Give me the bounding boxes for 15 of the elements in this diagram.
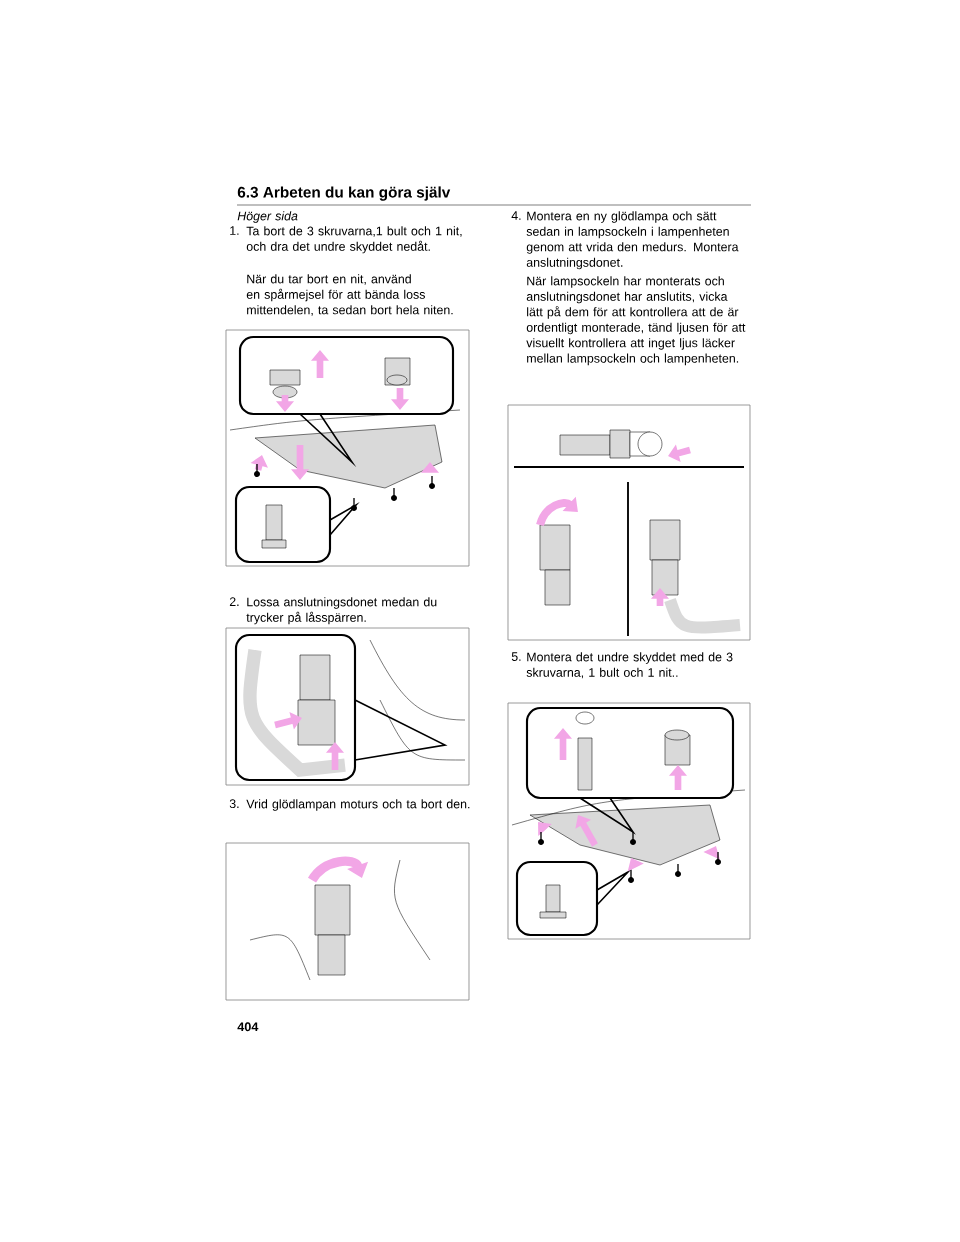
step-number: 2. — [229, 597, 239, 606]
paragraph: Vrid glödlampan moturs och ta bort den. — [246, 799, 470, 811]
paragraph: Lossa anslutningsdonet medan du trycker på låsspärren. — [246, 597, 437, 625]
section-heading: 6.3 Arbeten du kan göra själv — [237, 186, 451, 201]
step-number: 3. — [229, 799, 239, 809]
paragraph: Montera det undre skyddet med de 3 skruvarna, 1 bult och 1 nit.. — [526, 652, 733, 679]
step-number: 4. — [511, 211, 521, 220]
paragraph: Ta bort de 3 skruvarna,1 bult och 1 nit, och dra det undre skyddet nedåt. — [246, 226, 462, 254]
paragraph: Montera en ny glödlampa och sätt sedan in lampsockeln i lampenheten genom att vrida den medurs. Montera anslutningsdonet. — [526, 211, 739, 270]
paragraph: När du tar bort en nit, använd en spårmejsel för att bända loss mittendelen, ta sedan bort hela niten. — [246, 274, 453, 316]
paragraph: När lampsockeln har monterats och anslutningsdonet har anslutits, vicka lätt på dem för att kontrollera att de är ordentligt monterade, tänd ljusen för att visuellt kontrollera att inget ljus läcker mellan lampsockeln och lampenheten. — [526, 276, 746, 366]
page-number: 404 — [237, 1022, 259, 1032]
subheading: Höger sida — [237, 211, 298, 223]
step-number: 1. — [230, 226, 239, 235]
step-number: 5. — [511, 652, 521, 661]
